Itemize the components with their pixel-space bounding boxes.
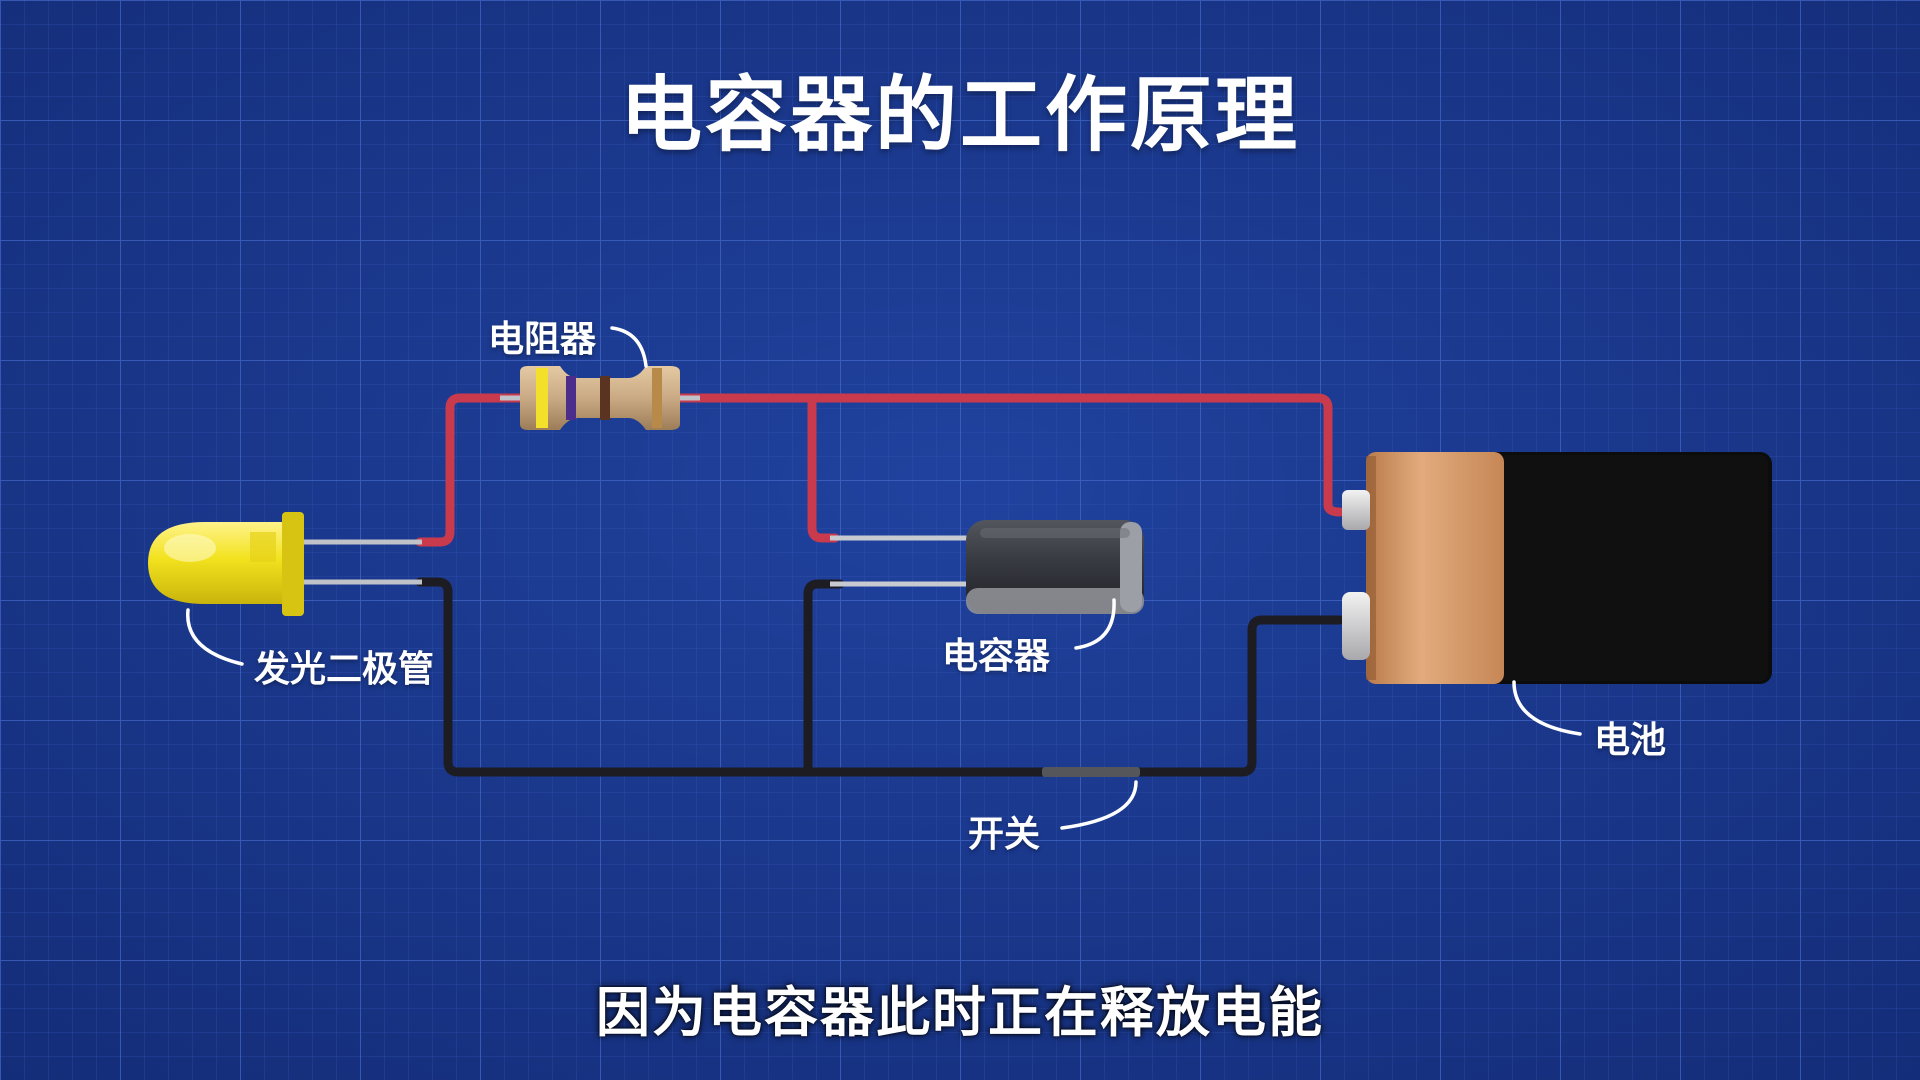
battery-callout <box>1512 680 1582 736</box>
capacitor <box>830 520 1144 614</box>
positive-wire <box>415 393 1345 547</box>
subtitle-caption: 因为电容器此时正在释放电能 <box>596 981 1324 1044</box>
battery-label: 电池 <box>1594 720 1667 761</box>
switch-callout <box>1060 780 1138 830</box>
led-callout <box>186 608 244 666</box>
negative-wire <box>415 577 1345 777</box>
page-title: 电容器的工作原理 <box>619 68 1300 163</box>
battery-terminal-positive <box>1342 490 1370 530</box>
capacitor-callout <box>1074 598 1116 650</box>
resistor <box>500 366 700 430</box>
resistor-label: 电阻器 <box>488 319 597 360</box>
led <box>148 512 422 616</box>
battery <box>1342 452 1772 684</box>
switch[interactable] <box>1042 767 1140 777</box>
switch-label: 开关 <box>968 814 1041 855</box>
battery-terminal-negative <box>1342 592 1370 660</box>
capacitor-label: 电容器 <box>942 636 1051 677</box>
resistor-callout <box>610 326 648 368</box>
led-label: 发光二极管 <box>254 649 435 690</box>
